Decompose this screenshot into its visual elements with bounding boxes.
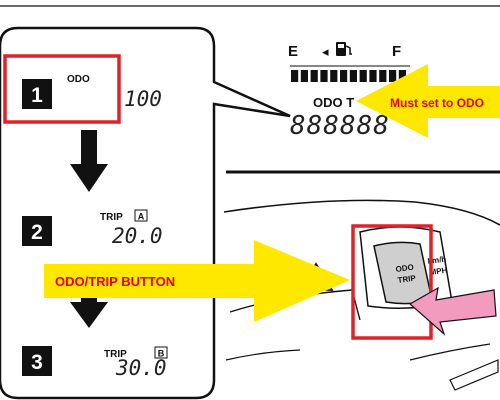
step-2-sublabel: A: [138, 212, 145, 222]
fuel-full-label: F: [392, 43, 401, 60]
fuel-bar-segment: [320, 70, 328, 82]
step-3-badge: 3: [22, 346, 52, 376]
svg-text:2: 2: [31, 221, 43, 244]
step-1-label: ODO: [67, 74, 90, 85]
display-mode-label: ODO T: [313, 95, 354, 110]
fuel-bar-segment: [310, 70, 318, 82]
fuel-bar-segment: [330, 70, 338, 82]
step-3-label: TRIP: [104, 349, 127, 360]
must-set-callout-text: Must set to ODO: [390, 96, 484, 110]
must-set-callout-arrow: [356, 64, 500, 138]
svg-text:1: 1: [31, 84, 43, 107]
svg-text:3: 3: [31, 351, 43, 374]
down-arrow-icon: [70, 130, 108, 192]
fuel-bar-segment: [389, 70, 397, 82]
step-2-reading: 20.0: [112, 224, 163, 248]
fuel-bar-segment: [349, 70, 357, 82]
fuel-bar-segment: [369, 70, 377, 82]
button-highlight: [351, 224, 433, 340]
down-arrow-icon: [70, 282, 108, 328]
fuel-bar-segment: [398, 70, 406, 82]
unit-label-top: km/h: [427, 254, 447, 266]
button-callout-text: ODO/TRIP BUTTON: [55, 274, 175, 289]
dash-panel-line: [409, 343, 491, 361]
fuel-empty-label: E: [288, 43, 298, 60]
fuel-bar-segment: [340, 70, 348, 82]
press-arrow-icon: [408, 286, 497, 336]
step-2-label: TRIP: [100, 212, 123, 223]
fuel-side-arrow: ◂: [322, 44, 329, 59]
fuel-bar-segment: [300, 70, 308, 82]
fuel-bar-segment: [379, 70, 387, 82]
button-callout-arrow: [44, 240, 350, 322]
step-3-sublabel: B: [158, 349, 165, 359]
fuel-pump-icon: [336, 42, 352, 56]
unit-label-bottom: MPH: [429, 266, 448, 277]
fuel-bar-segment: [291, 70, 299, 82]
step-1-reading: 100: [124, 87, 162, 111]
dash-bottom-line: [225, 349, 301, 361]
button-label-line2: TRIP: [397, 273, 417, 285]
step-3-reading: 30.0: [115, 356, 167, 380]
dash-vent-slot: [449, 359, 499, 391]
fuel-level-bars: [291, 70, 406, 82]
button-label-line1: ODO: [395, 263, 414, 274]
odometer-digits: 888888: [290, 111, 390, 141]
step-1-highlight: [3, 54, 121, 124]
fuel-bar-segment: [359, 70, 367, 82]
step-2-badge: 2: [22, 216, 52, 246]
dash-curve: [223, 199, 500, 226]
step-1-badge: 1: [22, 79, 52, 109]
